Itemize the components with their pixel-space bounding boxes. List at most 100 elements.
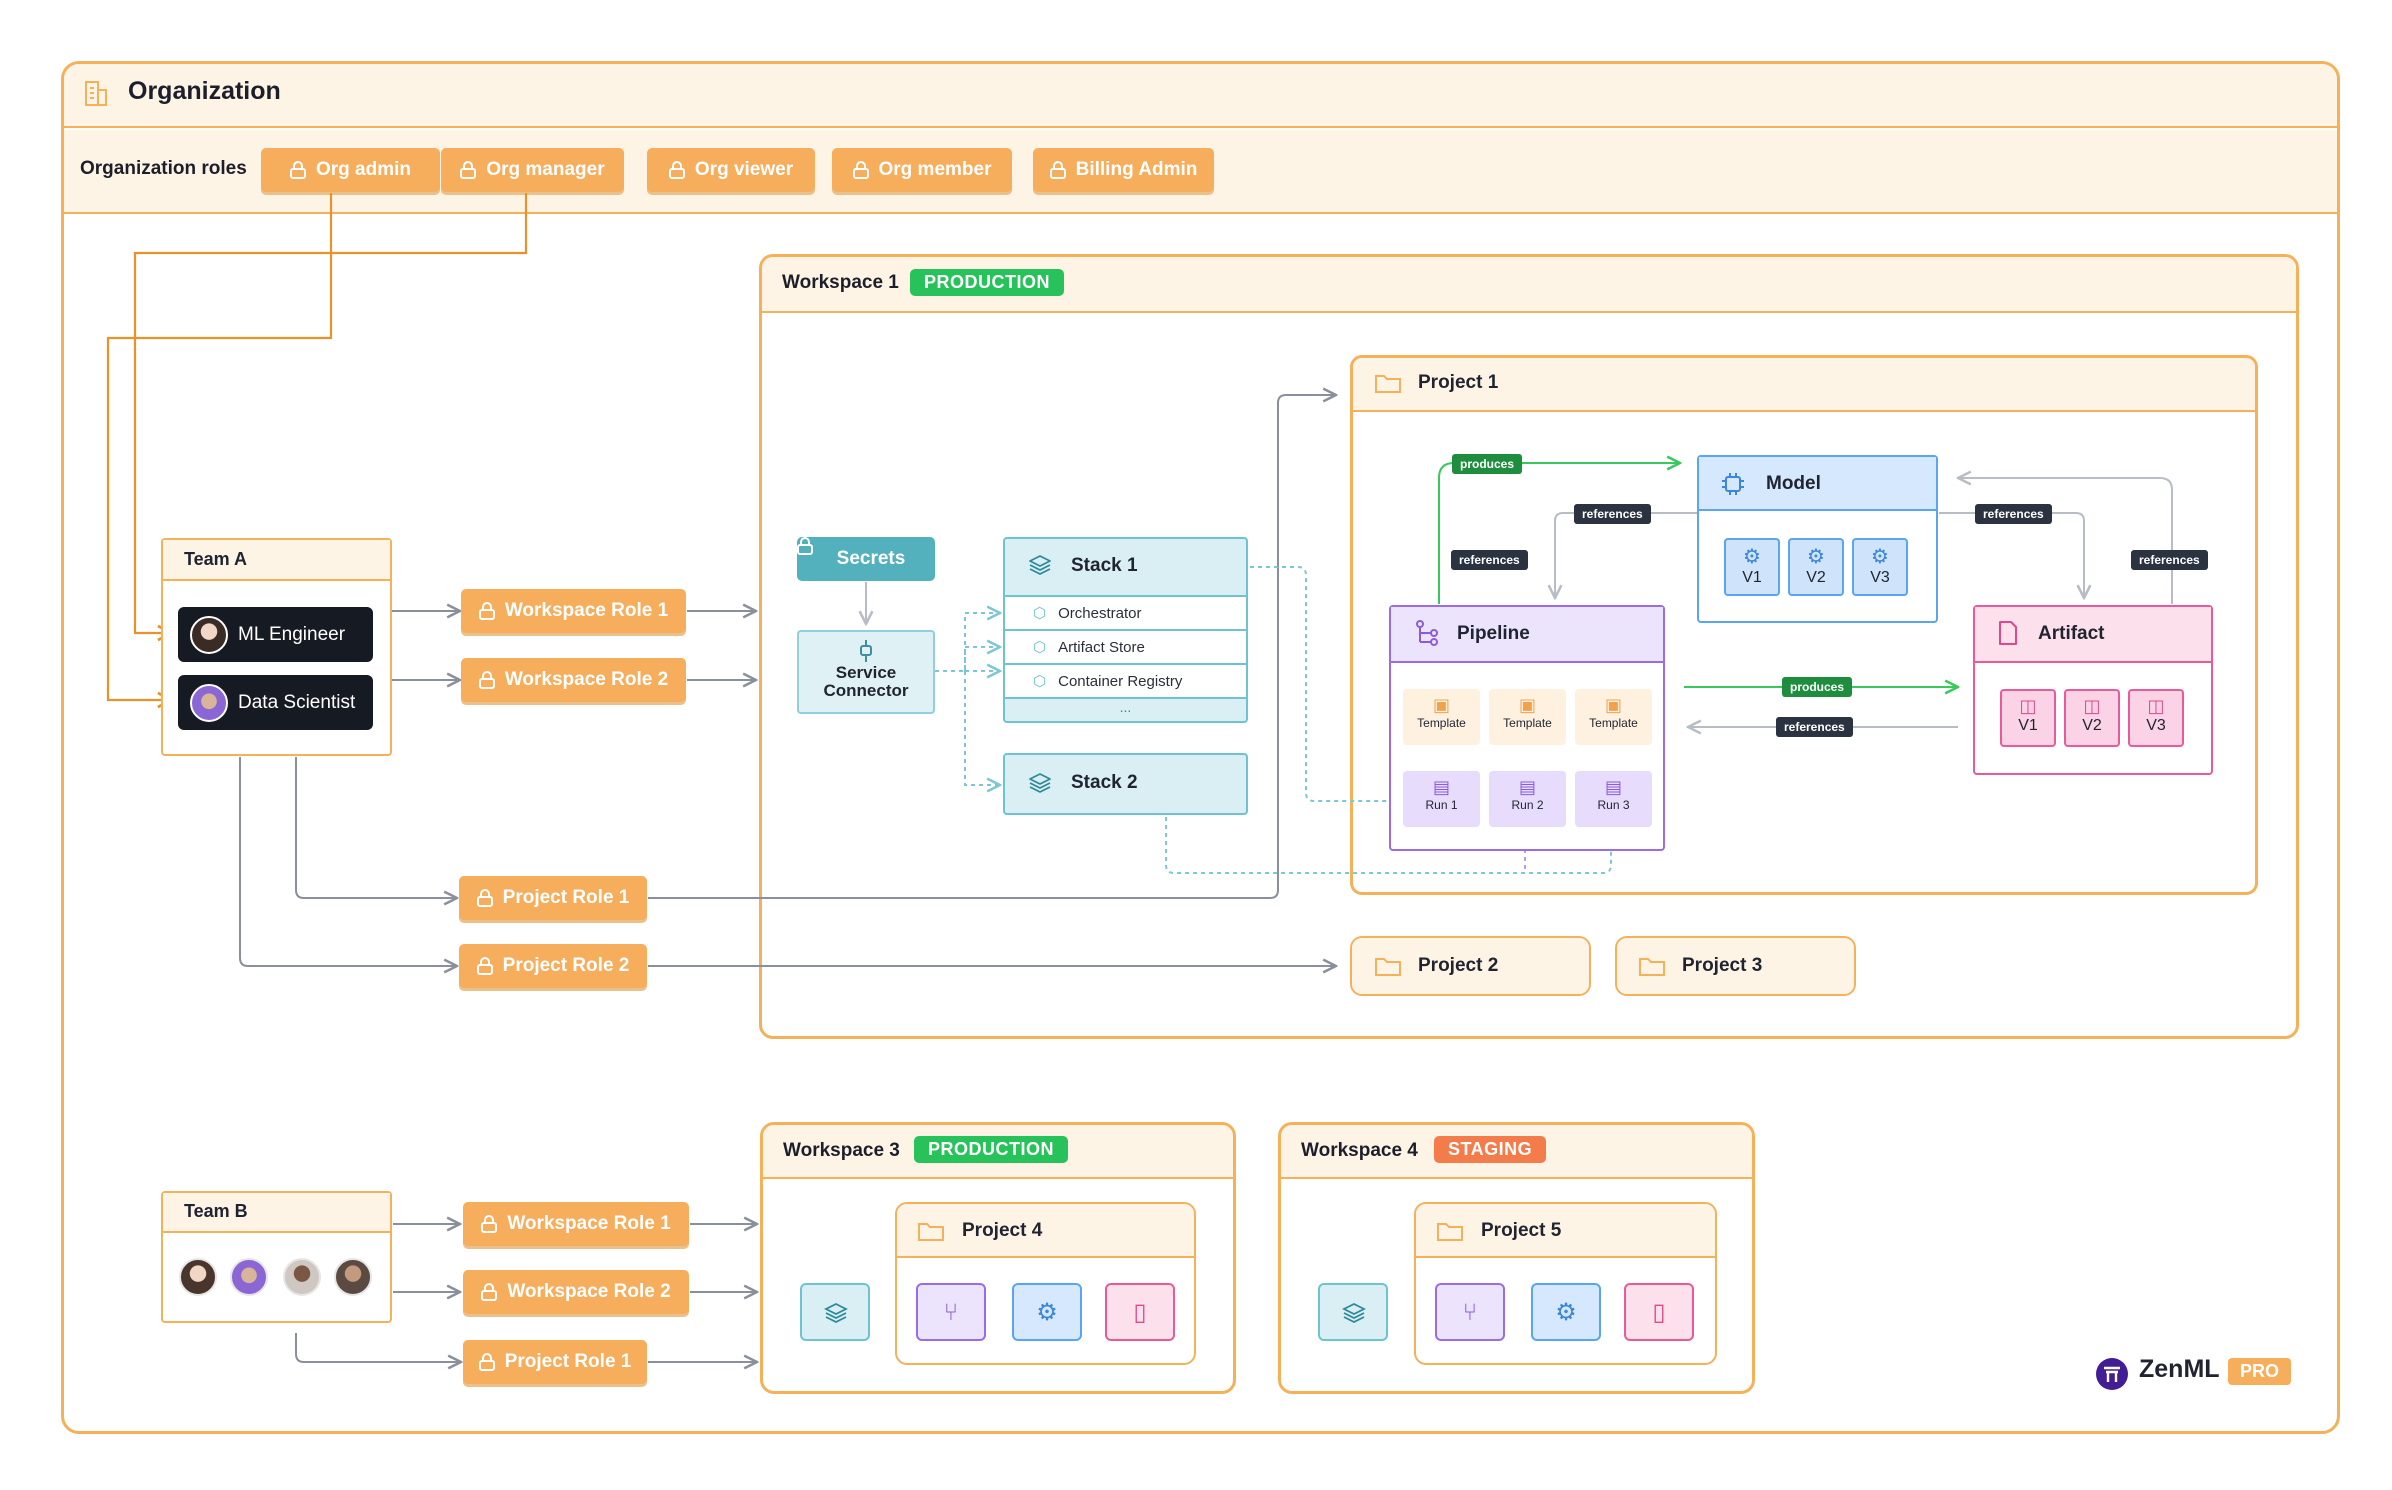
workspace-role-1[interactable]: Workspace Role 1 <box>461 589 686 633</box>
stack-mini[interactable] <box>1318 1283 1388 1341</box>
file-icon: ▯ <box>1652 1299 1666 1326</box>
production-badge: PRODUCTION <box>914 1136 1068 1163</box>
pro-badge: PRO <box>2228 1358 2292 1385</box>
chip-icon <box>1722 473 1744 495</box>
project-1-title: Project 1 <box>1418 372 1499 393</box>
model-version-v3[interactable]: ⚙V3 <box>1852 538 1908 596</box>
file-code-icon: ◫ <box>2019 696 2037 716</box>
organization-title: Organization <box>128 77 281 105</box>
pipeline-icon <box>1416 620 1438 646</box>
building-icon <box>85 81 107 106</box>
role-org-viewer[interactable]: Org viewer <box>647 148 815 192</box>
lock-icon <box>481 1215 498 1233</box>
model-mini[interactable]: ⚙ <box>1012 1283 1082 1341</box>
cube-icon: ⬡ <box>1033 605 1047 622</box>
model-mini[interactable]: ⚙ <box>1531 1283 1601 1341</box>
folder-icon <box>1437 1223 1463 1241</box>
terminal-icon: ▤ <box>1604 777 1622 797</box>
lock-icon <box>478 671 495 689</box>
stack-component-artifact-store[interactable]: ⬡Artifact Store <box>1005 629 1246 663</box>
folder-icon <box>1375 375 1401 393</box>
model-version-v2[interactable]: ⚙V2 <box>1788 538 1844 596</box>
artifact-version-v3[interactable]: ◫V3 <box>2128 689 2184 747</box>
workspace-role-1[interactable]: Workspace Role 1 <box>463 1202 689 1246</box>
workspace-role-2[interactable]: Workspace Role 2 <box>463 1270 689 1314</box>
role-org-member[interactable]: Org member <box>832 148 1012 192</box>
lock-icon <box>481 1283 498 1301</box>
pipeline-mini[interactable]: ⑂ <box>1435 1283 1505 1341</box>
artifact-version-v2[interactable]: ◫V2 <box>2064 689 2120 747</box>
team-a-title: Team A <box>184 549 248 569</box>
project-role-1[interactable]: Project Role 1 <box>463 1340 647 1384</box>
artifact-title: Artifact <box>2038 623 2105 644</box>
layers-icon <box>1341 1302 1367 1324</box>
pipeline-icon: ⑂ <box>943 1299 959 1326</box>
template-icon: ▣ <box>1518 695 1536 715</box>
references-label: references <box>1975 504 2052 524</box>
folder-icon <box>1375 958 1401 976</box>
file-icon <box>1999 621 2017 645</box>
file-code-icon: ◫ <box>2147 696 2165 716</box>
terminal-icon: ▤ <box>1518 777 1536 797</box>
project-5-title: Project 5 <box>1481 1220 1562 1241</box>
layers-icon <box>1029 555 1051 575</box>
project-role-1[interactable]: Project Role 1 <box>459 876 647 920</box>
lock-icon <box>852 161 869 179</box>
workspace-role-2[interactable]: Workspace Role 2 <box>461 658 686 702</box>
produces-label: produces <box>1782 677 1853 697</box>
stack-component-container-registry[interactable]: ⬡Container Registry <box>1005 663 1246 697</box>
stack-mini[interactable] <box>800 1283 870 1341</box>
team-b-title: Team B <box>184 1201 248 1221</box>
model-version-v1[interactable]: ⚙V1 <box>1724 538 1780 596</box>
project-3-title: Project 3 <box>1682 955 1763 976</box>
terminal-icon: ▤ <box>1432 777 1450 797</box>
staging-badge: STAGING <box>1434 1136 1547 1163</box>
artifact-mini[interactable]: ▯ <box>1105 1283 1175 1341</box>
chip-icon: ⚙ <box>1871 546 1889 568</box>
pipeline-mini[interactable]: ⑂ <box>916 1283 986 1341</box>
avatar <box>190 683 228 722</box>
project-role-2[interactable]: Project Role 2 <box>459 944 647 988</box>
chip-icon: ⚙ <box>1743 546 1761 568</box>
member-ml-engineer[interactable]: ML Engineer <box>178 607 373 662</box>
lock-icon <box>289 161 306 179</box>
stack-component-orchestrator[interactable]: ⬡Orchestrator <box>1005 595 1246 629</box>
file-code-icon: ◫ <box>2083 696 2101 716</box>
artifact-version-v1[interactable]: ◫V1 <box>2000 689 2056 747</box>
secrets[interactable]: Secrets <box>797 537 935 581</box>
role-billing-admin[interactable]: Billing Admin <box>1033 148 1214 192</box>
avatar <box>283 1258 321 1296</box>
project-2-title: Project 2 <box>1418 955 1499 976</box>
lock-icon <box>460 161 477 179</box>
pipeline-run-3[interactable]: ▤Run 3 <box>1575 771 1652 827</box>
stack-2[interactable] <box>1003 753 1248 815</box>
pipeline-run-1[interactable]: ▤Run 1 <box>1403 771 1480 827</box>
member-data-scientist[interactable]: Data Scientist <box>178 675 373 730</box>
pipeline-run-2[interactable]: ▤Run 2 <box>1489 771 1566 827</box>
service-connector[interactable]: Service Connector <box>797 630 935 714</box>
role-org-manager[interactable]: Org manager <box>441 148 624 192</box>
layers-icon <box>1029 773 1051 793</box>
artifact-mini[interactable]: ▯ <box>1624 1283 1694 1341</box>
folder-icon <box>918 1223 944 1241</box>
chip-icon: ⚙ <box>1807 546 1825 568</box>
workspace-3-title: Workspace 3 <box>783 1140 900 1161</box>
chip-icon: ⚙ <box>1555 1299 1577 1326</box>
pipeline-template[interactable]: ▣Template <box>1403 689 1480 745</box>
pipeline-template[interactable]: ▣Template <box>1575 689 1652 745</box>
zenml-wordmark: ZenML <box>2139 1355 2220 1383</box>
lock-icon <box>478 602 495 620</box>
production-badge: PRODUCTION <box>910 269 1064 296</box>
lock-icon <box>476 957 493 975</box>
role-org-admin[interactable]: Org admin <box>261 148 440 192</box>
avatar <box>190 615 228 654</box>
file-icon: ▯ <box>1133 1299 1147 1326</box>
zenml-logo-icon <box>2096 1358 2128 1390</box>
cube-icon: ⬡ <box>1033 639 1047 656</box>
lock-icon <box>668 161 685 179</box>
roles-label: Organization roles <box>80 158 247 179</box>
project-4-title: Project 4 <box>962 1220 1043 1241</box>
pipeline-template[interactable]: ▣Template <box>1489 689 1566 745</box>
lock-icon <box>478 1353 495 1371</box>
cube-icon: ⬡ <box>1033 673 1047 690</box>
